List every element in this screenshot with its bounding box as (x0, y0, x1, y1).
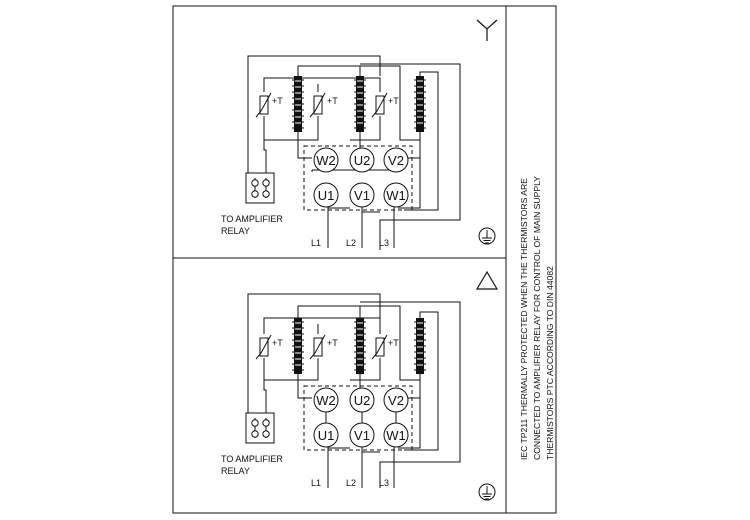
terminal-box (303, 145, 413, 211)
supply-line-label: L3 (379, 238, 389, 248)
delta-connection-icon (475, 270, 499, 290)
terminal-w1 (383, 182, 409, 208)
thermistor-label: +T (327, 338, 338, 348)
terminal-u2 (349, 147, 375, 173)
outer-frame (172, 5, 507, 514)
terminal-label: W2 (316, 393, 336, 408)
supply-line-label: L2 (346, 478, 356, 488)
thermistor-icon (309, 92, 326, 118)
ground-icon (478, 483, 496, 501)
terminal-label: U2 (354, 153, 371, 168)
winding-coil (413, 317, 427, 375)
terminal-label: U2 (354, 393, 371, 408)
supply-line-label: L2 (346, 238, 356, 248)
thermistor-label: +T (272, 96, 283, 106)
supply-line-label: L3 (379, 478, 389, 488)
terminal-label: W1 (386, 428, 406, 443)
thermistor-icon (255, 92, 272, 118)
terminal-v1 (349, 422, 375, 448)
ground-icon (478, 227, 496, 245)
terminal-u1 (313, 422, 339, 448)
terminal-w2 (313, 147, 339, 173)
amplifier-label: RELAY (221, 466, 250, 476)
side-note-line-3: THERMISTORS PTC ACCORDING TO DIN 44082 (545, 266, 555, 460)
thermistor-label: +T (388, 338, 399, 348)
terminal-v1 (349, 182, 375, 208)
side-note: IEC TP211 THERMALLY PROTECTED WHEN THE T… (519, 176, 555, 460)
amplifier-label: TO AMPLIFIER (221, 214, 283, 224)
thermistor-icon (371, 334, 388, 360)
winding-coil (413, 75, 427, 133)
side-note-line-1: IEC TP211 THERMALLY PROTECTED WHEN THE T… (519, 178, 529, 460)
thermistor-label: +T (327, 96, 338, 106)
thermistor-icon (371, 92, 388, 118)
terminal-w1 (383, 422, 409, 448)
thermistor-icon (255, 334, 272, 360)
terminal-w2 (313, 387, 339, 413)
supply-line-label: L1 (311, 238, 321, 248)
terminal-u2 (349, 387, 375, 413)
terminal-label: V2 (388, 393, 404, 408)
terminal-box (303, 385, 413, 451)
side-note-line-2: CONNECTED TO AMPLIFIER RELAY FOR CONTROL… (532, 176, 542, 460)
terminal-v2 (383, 147, 409, 173)
star-connection-icon (476, 19, 498, 41)
terminal-label: V1 (354, 428, 370, 443)
amplifier-relay-terminal (245, 172, 275, 204)
terminal-label: V1 (354, 188, 370, 203)
terminal-v2 (383, 387, 409, 413)
star-connection-panel: +T +T +T W2 U2 V2 U1 V1 W1 TO AMPLIFIER (221, 19, 498, 250)
amplifier-label: RELAY (221, 226, 250, 236)
terminal-label: U1 (318, 428, 335, 443)
amplifier-relay-terminal (245, 412, 275, 444)
terminal-label: V2 (388, 153, 404, 168)
terminal-label: W2 (316, 153, 336, 168)
terminal-label: W1 (386, 188, 406, 203)
delta-wiring (247, 293, 461, 488)
side-note-box (505, 5, 557, 514)
thermistor-label: +T (272, 338, 283, 348)
thermistor-icon (309, 334, 326, 360)
supply-line-label: L1 (311, 478, 321, 488)
thermistor-label: +T (388, 96, 399, 106)
delta-connection-panel: +T +T +T W2 U2 V2 U1 V1 W1 TO AMPLIFIER … (221, 270, 499, 501)
winding-coil (291, 317, 305, 375)
terminal-label: U1 (318, 188, 335, 203)
winding-coil (291, 75, 305, 133)
amplifier-label: TO AMPLIFIER (221, 454, 283, 464)
terminal-u1 (313, 182, 339, 208)
winding-coil (353, 75, 367, 133)
winding-coil (353, 317, 367, 375)
